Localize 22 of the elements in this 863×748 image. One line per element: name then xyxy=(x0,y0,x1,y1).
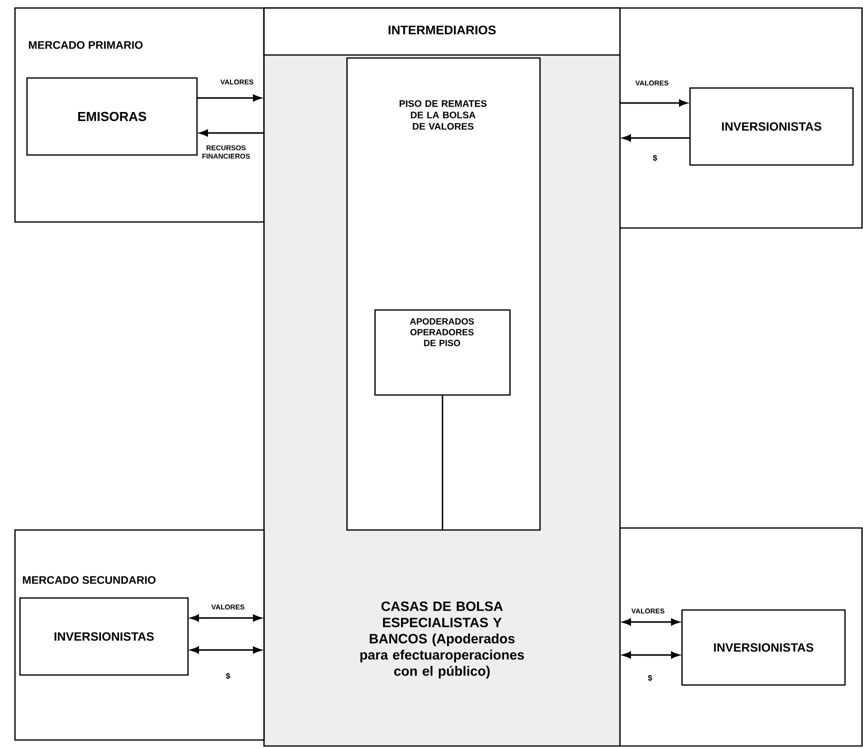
panel-text: PISO DE REMATES DE LA BOLSA DE VALORES xyxy=(400,100,487,130)
panel-text: CASAS DE BOLSA ESPECIALISTAS Y BANCOS (Apoderados para efectuaroperaciones con el público) xyxy=(360,602,524,679)
edge-label: $ xyxy=(652,154,658,162)
arrow xyxy=(190,646,262,654)
panel-heading: MERCADO PRIMARIO xyxy=(28,41,143,49)
edge-label: $ xyxy=(648,674,652,682)
entity-box: INVERSIONISTAS xyxy=(19,597,189,676)
arrow xyxy=(620,100,688,106)
entity-box: EMISORAS xyxy=(26,77,198,156)
arrow xyxy=(199,130,264,136)
entity-box: INVERSIONISTAS xyxy=(689,87,854,166)
connector-line xyxy=(442,396,444,531)
arrow xyxy=(190,614,262,622)
arrow xyxy=(622,618,680,626)
panel-heading: INTERMEDIARIOS xyxy=(388,26,496,34)
operator-box: APODERADOS OPERADORES DE PISO xyxy=(374,309,511,396)
entity-box: INVERSIONISTAS xyxy=(681,609,846,686)
panel-heading: MERCADO SECUNDARIO xyxy=(22,576,156,584)
arrow xyxy=(622,134,690,142)
arrow xyxy=(622,652,680,658)
arrow xyxy=(197,94,262,102)
edge-label: $ xyxy=(226,672,230,680)
